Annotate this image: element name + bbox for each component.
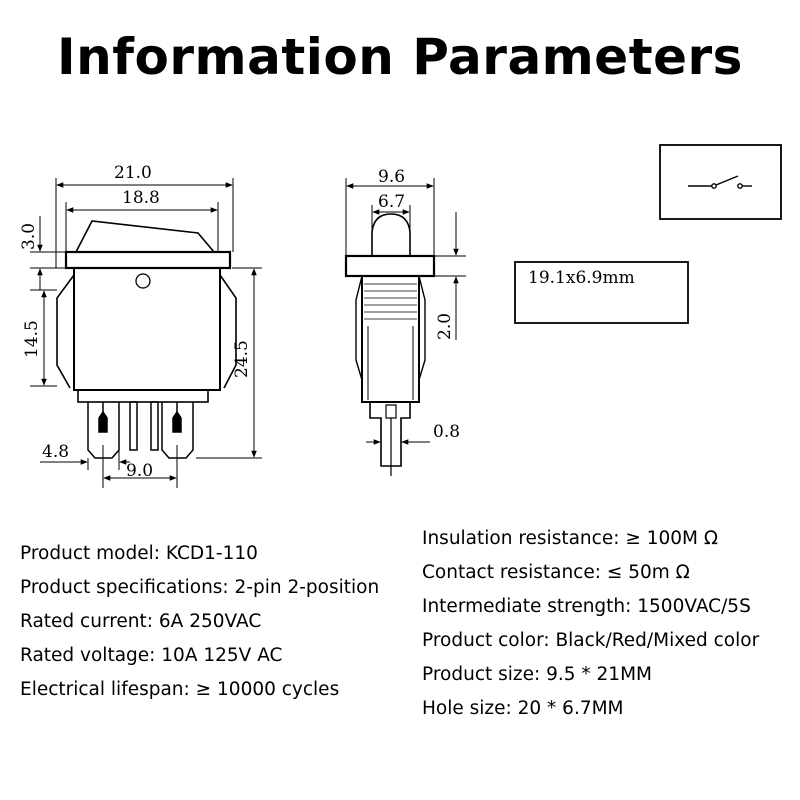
front-middle-posts bbox=[129, 401, 159, 451]
front-led-hole bbox=[135, 273, 151, 289]
spec-product-specifications: Product specifications: 2-pin 2-position bbox=[20, 577, 380, 598]
side-ridges bbox=[364, 283, 417, 320]
front-view: 21.0 18.8 3.0 14.5 24.5 4.8 9.0 bbox=[19, 163, 262, 488]
side-terminal bbox=[369, 402, 411, 467]
dim-0-8: 0.8 bbox=[433, 422, 460, 442]
spec-list-right: Insulation resistance: ≥ 100M Ω Contact … bbox=[422, 522, 759, 726]
dim-3-0: 3.0 bbox=[19, 223, 39, 250]
front-flange bbox=[64, 250, 232, 270]
switch-symbol-box bbox=[659, 144, 782, 220]
spec-list-left: Product model: KCD1-110 Product specific… bbox=[20, 537, 379, 707]
spec-product-size: Product size: 9.5 * 21MM bbox=[422, 664, 653, 685]
side-view: 9.6 6.7 2.0 0.8 bbox=[344, 167, 466, 476]
front-rocker bbox=[75, 220, 215, 253]
dim-21-0: 21.0 bbox=[114, 163, 152, 183]
dim-2-0: 2.0 bbox=[435, 313, 455, 340]
front-right-clip bbox=[219, 274, 237, 389]
spec-rated-voltage: Rated voltage: 10A 125V AC bbox=[20, 645, 283, 666]
hole-size-box bbox=[514, 261, 689, 324]
dim-14-5: 14.5 bbox=[22, 320, 42, 358]
spec-product-model: Product model: KCD1-110 bbox=[20, 543, 258, 564]
spec-product-color: Product color: Black/Red/Mixed color bbox=[422, 630, 760, 651]
spec-intermediate-strength: Intermediate strength: 1500VAC/5S bbox=[422, 596, 751, 617]
front-left-clip bbox=[56, 274, 75, 389]
dim-9-6: 9.6 bbox=[378, 167, 405, 187]
side-led-dome bbox=[371, 213, 411, 256]
dim-24-5: 24.5 bbox=[232, 340, 252, 378]
hole-size-text: 19.1x6.9mm bbox=[528, 268, 635, 288]
spec-rated-current: Rated current: 6A 250VAC bbox=[20, 611, 262, 632]
switch-symbol-icon bbox=[688, 175, 752, 189]
side-body bbox=[361, 276, 420, 403]
side-flange bbox=[344, 254, 436, 278]
spec-contact-resistance: Contact resistance: ≤ 50m Ω bbox=[422, 562, 690, 583]
page-title: Information Parameters bbox=[57, 28, 743, 86]
dim-9-0: 9.0 bbox=[126, 461, 153, 481]
front-base bbox=[77, 389, 209, 403]
spec-electrical-lifespan: Electrical lifespan: ≥ 10000 cycles bbox=[20, 679, 340, 700]
dim-4-8: 4.8 bbox=[42, 442, 69, 462]
side-dimensions bbox=[345, 178, 466, 445]
spec-insulation-resistance: Insulation resistance: ≥ 100M Ω bbox=[422, 528, 718, 549]
spec-hole-size: Hole size: 20 * 6.7MM bbox=[422, 698, 624, 719]
dim-18-8: 18.8 bbox=[122, 188, 160, 208]
dim-6-7: 6.7 bbox=[378, 192, 405, 212]
front-dimensions bbox=[30, 178, 262, 488]
